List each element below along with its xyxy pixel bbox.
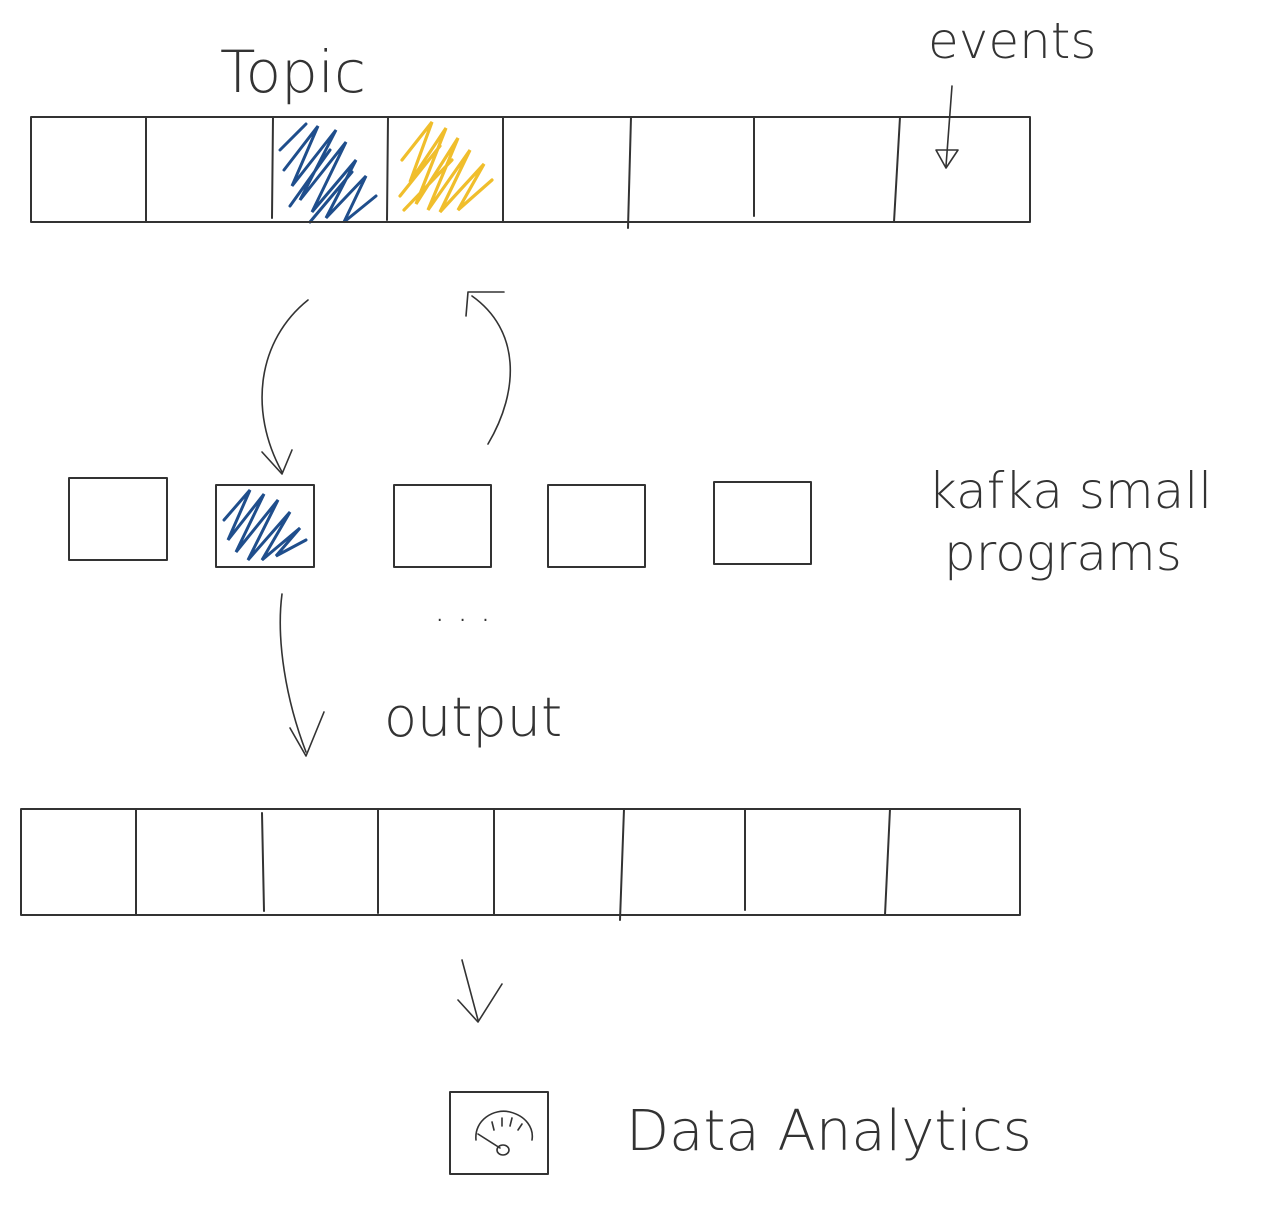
topic-bar	[30, 116, 1031, 229]
analytics-box	[449, 1091, 549, 1175]
program-box-active	[215, 484, 315, 568]
output-label: output	[384, 686, 562, 749]
output-topic-bar	[20, 808, 1021, 921]
output-arrow	[279, 593, 325, 757]
analytics-label: Data Analytics	[626, 1099, 1032, 1164]
program-box	[393, 484, 492, 568]
program-box	[713, 481, 812, 565]
analytics-arrow	[457, 959, 503, 1023]
topic-label: Topic	[220, 38, 366, 106]
more-programs-ellipsis: · · ·	[434, 600, 491, 641]
program-box	[547, 484, 646, 568]
programs-label-line2: programs	[944, 524, 1182, 582]
topic-cell-yellow-event	[398, 121, 494, 214]
produce-back-arrow	[465, 291, 512, 445]
events-arrow	[935, 85, 959, 169]
programs-row	[68, 477, 812, 568]
consume-arrow	[261, 299, 309, 475]
gauge-icon	[475, 1110, 534, 1156]
programs-label-line1: kafka small	[928, 462, 1212, 520]
program-box	[68, 477, 168, 561]
topic-cell-blue-event	[278, 122, 378, 224]
events-label: events	[928, 12, 1096, 70]
